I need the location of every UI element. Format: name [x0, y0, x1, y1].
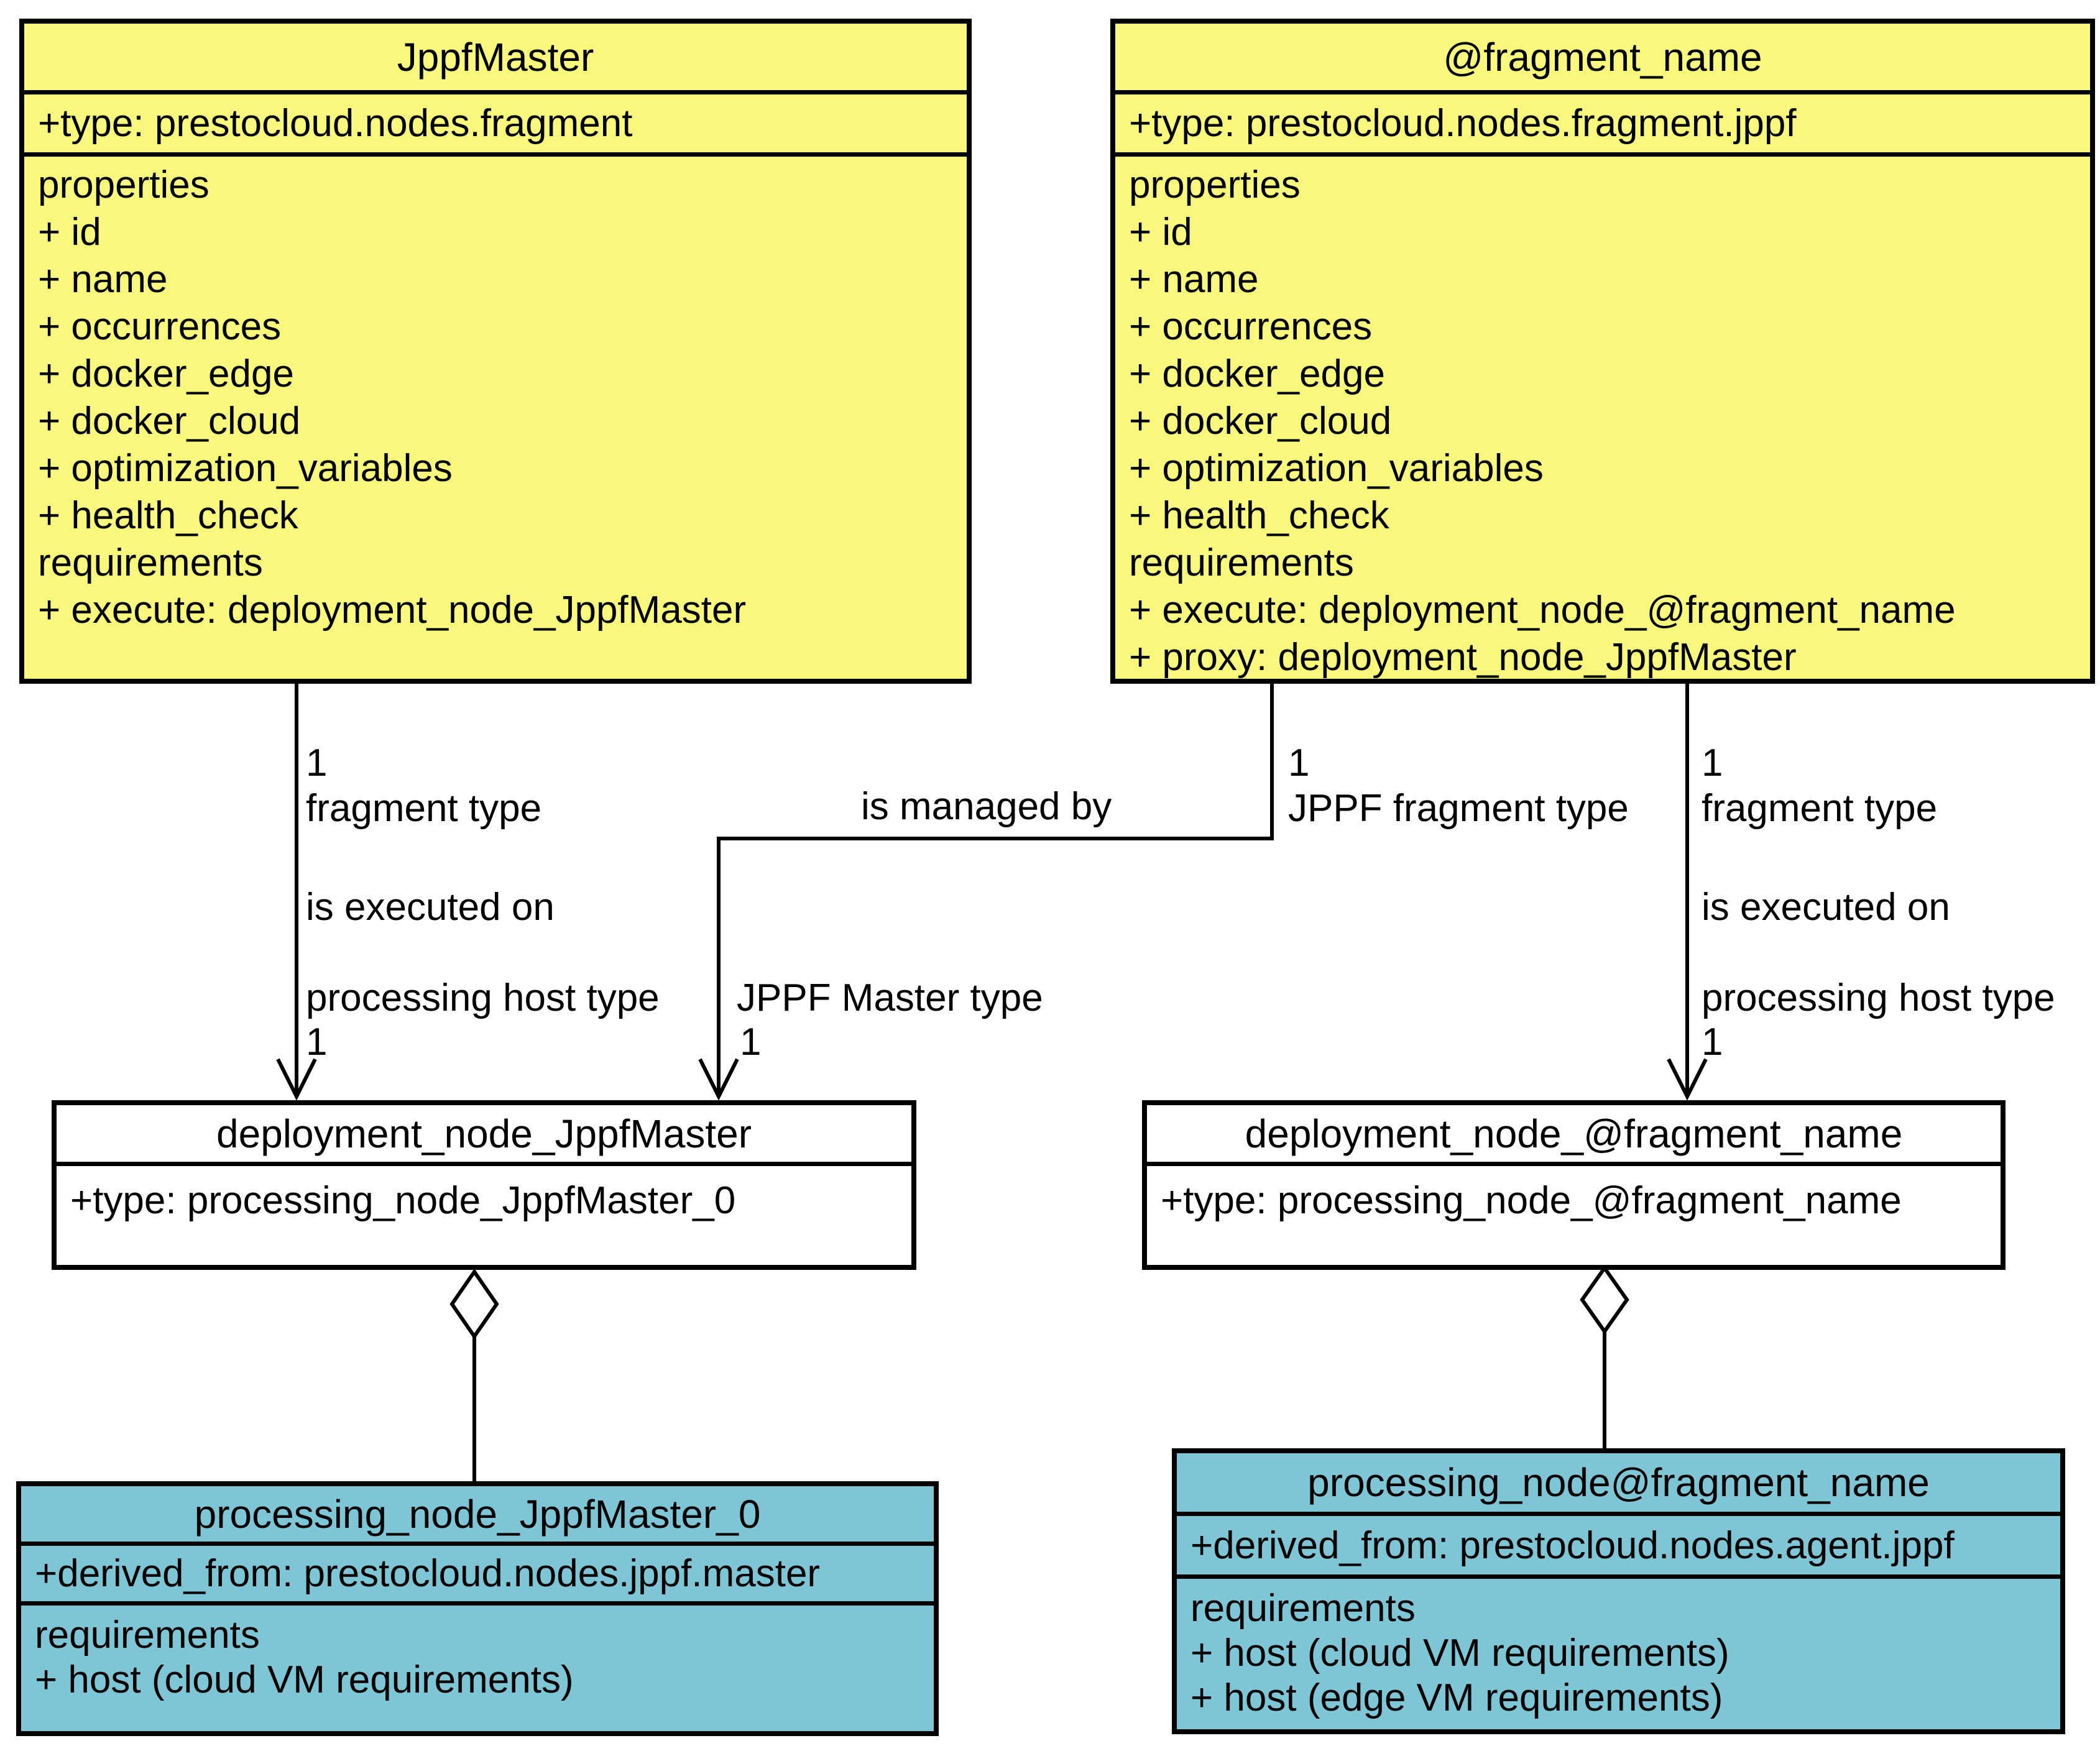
- compartment-separator: [57, 1162, 911, 1166]
- property-line: + optimization_variables: [1129, 447, 1544, 490]
- compartment-separator: [1115, 90, 2090, 94]
- compartment-separator: [21, 1601, 934, 1606]
- class-box-jppf-master: JppfMaster +type: prestocloud.nodes.frag…: [19, 19, 972, 684]
- class-title: processing_node@fragment_name: [1307, 1460, 1930, 1505]
- edge-role-label: processing host type: [1702, 977, 2055, 1019]
- derived-from-line: +derived_from: prestocloud.nodes.agent.j…: [1190, 1524, 1955, 1567]
- open-arrowhead-icon: [276, 1058, 317, 1101]
- edge-name-label: is executed on: [1702, 886, 1950, 929]
- edge-multiplicity: 1: [1702, 742, 1723, 784]
- edge-role-label: fragment type: [306, 787, 542, 830]
- requirement-line: requirements: [35, 1614, 260, 1657]
- properties-compartment: properties + id + name + occurrences + d…: [1115, 157, 2090, 681]
- property-line: + execute: deployment_node_JppfMaster: [38, 589, 747, 632]
- compartment-separator: [1147, 1162, 2001, 1166]
- class-title: JppfMaster: [397, 34, 594, 80]
- edge-multiplicity: 1: [1702, 1021, 1723, 1064]
- edge-role-label: fragment type: [1702, 787, 1938, 830]
- compartment-separator: [1177, 1512, 2060, 1516]
- property-line: + optimization_variables: [38, 447, 453, 490]
- class-title: processing_node_JppfMaster_0: [194, 1491, 761, 1537]
- property-line: + name: [1129, 258, 1259, 301]
- property-line: + name: [38, 258, 168, 301]
- aggregation-diamond-icon: [1580, 1264, 1629, 1335]
- property-line: properties: [38, 163, 210, 206]
- edge-multiplicity: 1: [306, 1021, 328, 1064]
- property-line: + occurrences: [38, 305, 282, 348]
- class-box-fragment-name: @fragment_name +type: prestocloud.nodes.…: [1110, 19, 2095, 684]
- requirement-line: + host (cloud VM requirements): [35, 1658, 574, 1701]
- type-line: +type: processing_node_JppfMaster_0: [70, 1179, 736, 1222]
- class-box-processing-node-fragment-name: processing_node@fragment_name +derived_f…: [1172, 1448, 2065, 1734]
- class-title: deployment_node_JppfMaster: [216, 1111, 752, 1156]
- requirement-line: + host (edge VM requirements): [1190, 1676, 1723, 1719]
- requirement-line: requirements: [1190, 1587, 1416, 1630]
- property-line: + id: [38, 211, 101, 254]
- edge-managed-by: [717, 684, 1274, 1094]
- property-line: properties: [1129, 163, 1301, 206]
- class-box-deployment-node-jppf-master: deployment_node_JppfMaster +type: proces…: [52, 1100, 916, 1270]
- aggregation-diamond-icon: [449, 1268, 499, 1340]
- class-title: @fragment_name: [1443, 34, 1762, 80]
- compartment-separator: [24, 152, 967, 157]
- edge-name-label: is managed by: [861, 785, 1112, 828]
- edge-multiplicity: 1: [1288, 742, 1310, 784]
- requirement-line: + host (cloud VM requirements): [1190, 1632, 1729, 1675]
- type-line: +type: prestocloud.nodes.fragment.jppf: [1129, 102, 1797, 145]
- property-line: + docker_cloud: [38, 400, 301, 443]
- property-line: + docker_edge: [38, 352, 294, 395]
- compartment-separator: [1115, 152, 2090, 157]
- derived-from-line: +derived_from: prestocloud.nodes.jppf.ma…: [35, 1552, 821, 1595]
- compartment-separator: [21, 1542, 934, 1546]
- property-line: + proxy: deployment_node_JppfMaster: [1129, 636, 1797, 679]
- type-line: +type: prestocloud.nodes.fragment: [38, 102, 633, 145]
- property-line: + docker_cloud: [1129, 400, 1392, 443]
- edge-role-label: JPPF Master type: [737, 977, 1043, 1019]
- edge-role-label: JPPF fragment type: [1288, 787, 1629, 830]
- properties-compartment: properties + id + name + occurrences + d…: [24, 157, 967, 634]
- property-line: + health_check: [1129, 494, 1389, 537]
- open-arrowhead-icon: [698, 1058, 739, 1101]
- requirements-compartment: requirements + host (cloud VM requiremen…: [21, 1606, 934, 1703]
- property-line: + id: [1129, 211, 1192, 254]
- property-line: + docker_edge: [1129, 352, 1385, 395]
- compartment-separator: [24, 90, 967, 94]
- edge-multiplicity: 1: [306, 742, 328, 784]
- property-line: requirements: [1129, 541, 1354, 584]
- class-title: deployment_node_@fragment_name: [1245, 1111, 1903, 1156]
- edge-multiplicity: 1: [740, 1021, 762, 1064]
- edge-role-label: processing host type: [306, 977, 660, 1019]
- compartment-separator: [1177, 1574, 2060, 1579]
- property-line: + execute: deployment_node_@fragment_nam…: [1129, 589, 1956, 632]
- open-arrowhead-icon: [1667, 1058, 1708, 1101]
- class-box-deployment-node-fragment-name: deployment_node_@fragment_name +type: pr…: [1142, 1100, 2006, 1270]
- type-line: +type: processing_node_@fragment_name: [1161, 1179, 1902, 1222]
- edge-name-label: is executed on: [306, 886, 555, 929]
- property-line: + occurrences: [1129, 305, 1373, 348]
- requirements-compartment: requirements + host (cloud VM requiremen…: [1177, 1579, 2060, 1721]
- property-line: + health_check: [38, 494, 298, 537]
- class-box-processing-node-jppf-master: processing_node_JppfMaster_0 +derived_fr…: [16, 1481, 939, 1736]
- property-line: requirements: [38, 541, 263, 584]
